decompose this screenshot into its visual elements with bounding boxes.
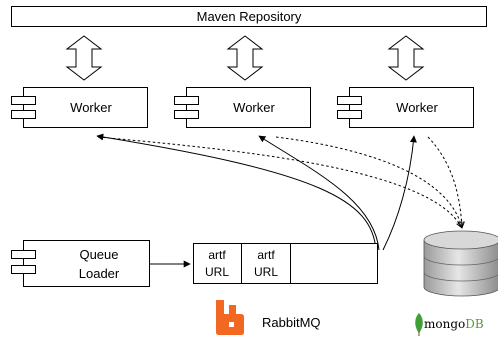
worker-to-db-connectors xyxy=(97,136,462,228)
mongodb-leaf-icon xyxy=(415,313,423,333)
worker-label: Worker xyxy=(70,100,112,115)
queue-item: artf URL xyxy=(254,248,278,279)
maven-repository: Maven Repository xyxy=(11,6,487,27)
worker-label: Worker xyxy=(396,100,438,115)
worker-3: Worker xyxy=(337,87,474,128)
double-arrow-icon xyxy=(65,35,103,81)
message-queue: artf URL artf URL xyxy=(193,243,378,284)
queue-item-line2: URL xyxy=(254,265,278,279)
worker-label: Worker xyxy=(233,100,275,115)
queue-item-line2: URL xyxy=(205,265,229,279)
rabbitmq-logo-icon xyxy=(216,300,244,335)
queue-item-line1: artf xyxy=(208,248,226,262)
mongodb-label: mongoDB xyxy=(424,317,484,331)
queue-to-worker-connectors xyxy=(96,133,417,251)
maven-repository-label: Maven Repository xyxy=(197,9,302,24)
double-arrow-icon xyxy=(226,35,264,81)
mongodb-label-db: DB xyxy=(465,317,484,331)
worker-1: Worker xyxy=(11,87,148,128)
mongodb-label-mongo: mongo xyxy=(424,317,465,331)
component-icon xyxy=(337,96,362,119)
rabbitmq-label: RabbitMQ xyxy=(262,315,321,330)
double-arrow-icon xyxy=(387,35,425,81)
queue-item-line1: artf xyxy=(257,248,275,262)
queue-item: artf URL xyxy=(205,248,229,279)
queue-loader-label-line1: Queue xyxy=(79,247,118,262)
worker-2: Worker xyxy=(174,87,311,128)
component-icon xyxy=(174,96,199,119)
queue-loader-label-line2: Loader xyxy=(79,266,120,281)
component-icon xyxy=(11,96,36,119)
mongodb-logo: mongoDB xyxy=(415,313,484,336)
component-icon xyxy=(11,250,36,274)
queue-loader: Queue Loader xyxy=(11,240,150,287)
database-icon xyxy=(423,230,498,297)
